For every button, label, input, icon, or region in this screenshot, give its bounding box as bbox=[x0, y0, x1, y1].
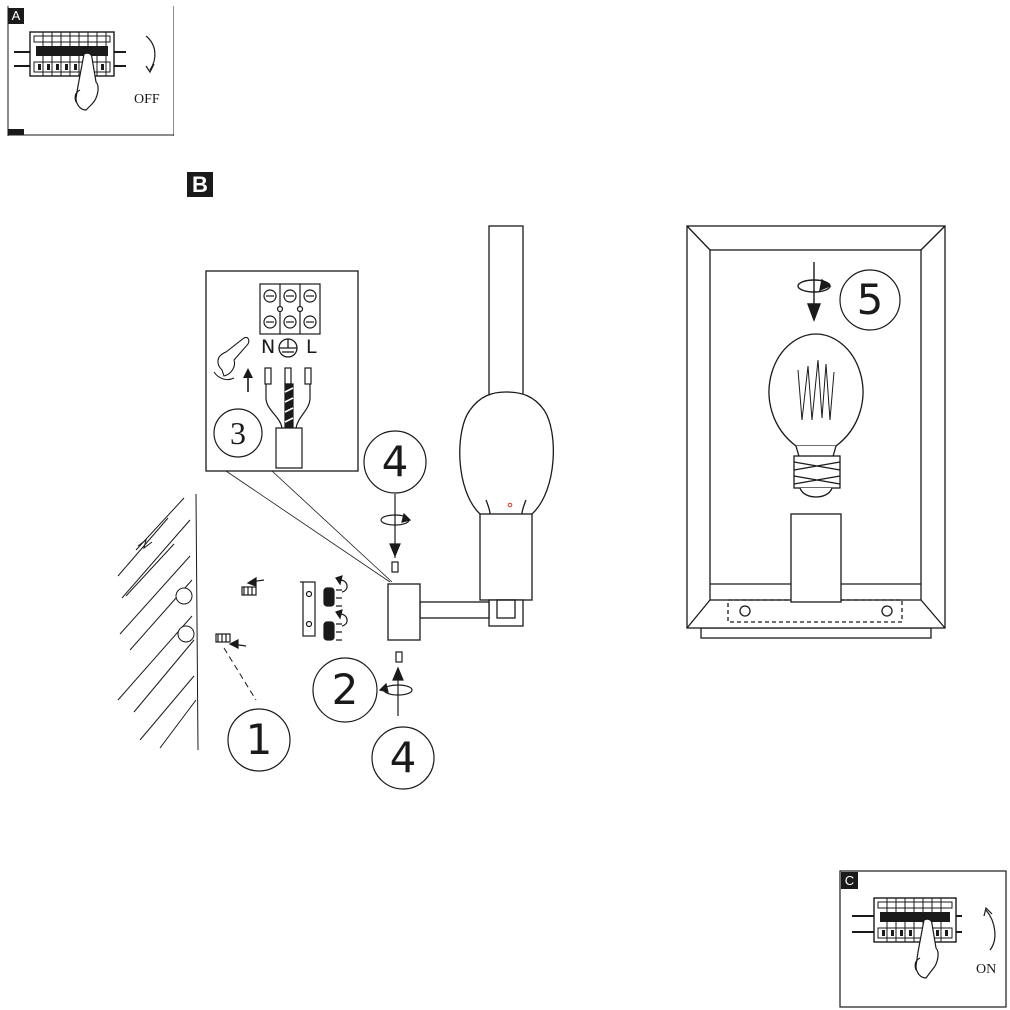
step-1-circle bbox=[227, 708, 291, 772]
step-5-circle bbox=[839, 269, 901, 331]
step-2-circle bbox=[312, 657, 378, 723]
hand-icon bbox=[914, 918, 939, 979]
mounting-bracket-icon bbox=[300, 581, 316, 637]
step-3-number: 3 bbox=[230, 415, 246, 451]
breaker-panel-icon bbox=[14, 31, 126, 77]
earth-symbol-icon bbox=[278, 338, 298, 358]
step-4-top-number: 4 bbox=[381, 437, 409, 486]
off-label: OFF bbox=[134, 92, 160, 107]
panel-c-drawing bbox=[839, 870, 1007, 1008]
hand-icon bbox=[74, 52, 99, 111]
terminal-label-n: N bbox=[261, 336, 276, 358]
hand-icon bbox=[213, 336, 250, 381]
lamp-side-view bbox=[387, 225, 554, 641]
cable-icon bbox=[264, 367, 312, 469]
panel-a-drawing bbox=[7, 6, 175, 136]
rotate-arrow-icon bbox=[145, 35, 156, 74]
screw-icon bbox=[323, 575, 348, 641]
panel-a: A OFF bbox=[6, 6, 175, 136]
rotate-arrow-icon bbox=[983, 906, 996, 951]
step-1-number: 1 bbox=[245, 715, 273, 764]
panel-c-badge: C bbox=[841, 872, 858, 889]
grub-screw-top bbox=[380, 494, 412, 573]
wiring-inset bbox=[205, 270, 393, 583]
step-4-top-circle bbox=[363, 430, 427, 494]
terminal-block-icon bbox=[259, 283, 321, 335]
accent-dot bbox=[507, 502, 513, 508]
rotate-arrow-icon bbox=[797, 262, 832, 322]
step-4-bottom-number: 4 bbox=[389, 733, 417, 782]
breaker-panel-icon bbox=[852, 897, 962, 943]
panel-b-badge: B bbox=[187, 172, 213, 197]
step-5-number: 5 bbox=[856, 275, 884, 324]
grub-screw-bottom bbox=[378, 651, 413, 716]
step-3-circle bbox=[213, 408, 263, 458]
bulb-icon bbox=[768, 333, 864, 498]
step-2-number: 2 bbox=[331, 665, 359, 714]
terminal-label-l: L bbox=[306, 336, 317, 358]
wall-plug-icon bbox=[215, 576, 265, 649]
panel-a-badge: A bbox=[8, 8, 24, 24]
up-arrow-icon bbox=[243, 368, 253, 392]
wall-icon bbox=[117, 493, 199, 751]
on-label: ON bbox=[976, 962, 997, 977]
step-4-bottom-circle bbox=[371, 726, 435, 790]
